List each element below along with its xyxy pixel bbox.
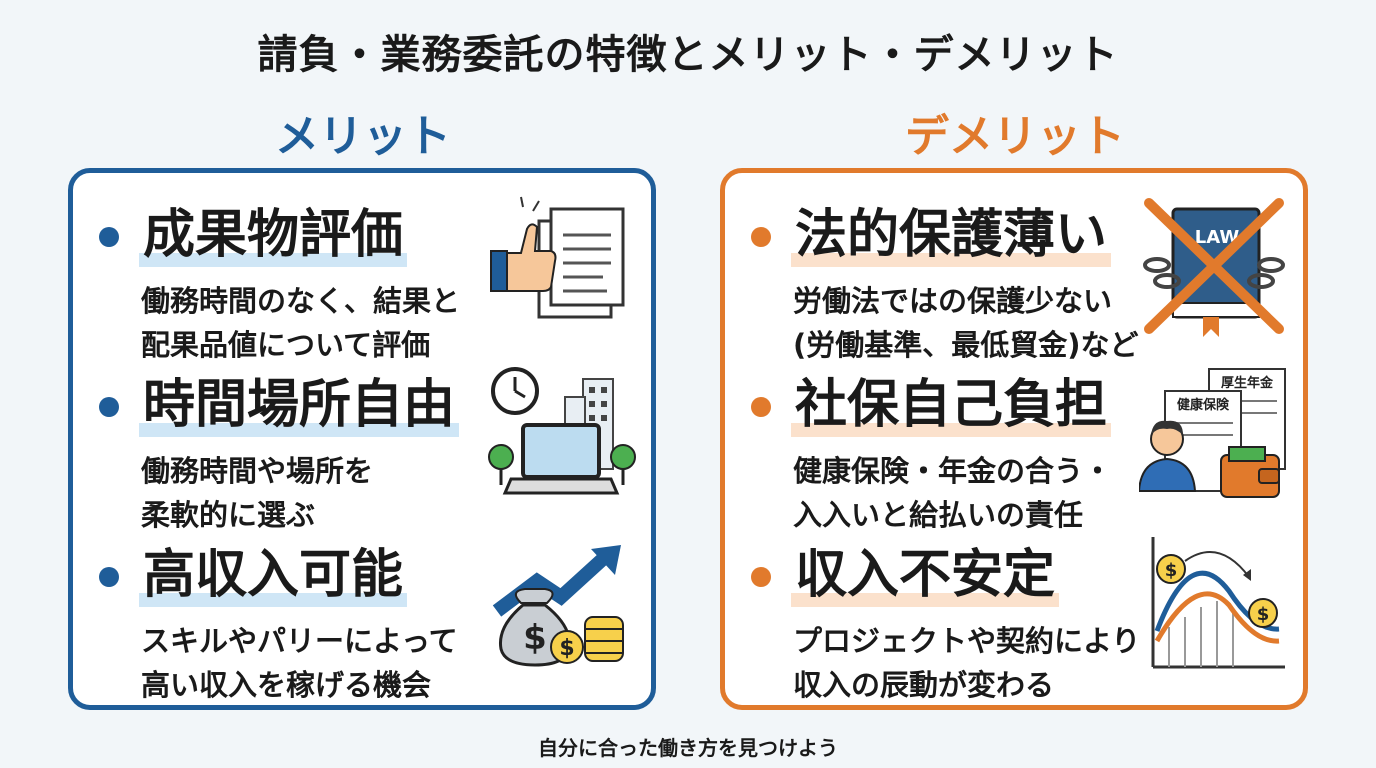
- bullet: [751, 227, 771, 247]
- page-title: 請負・業務委託の特徴とメリット・デメリット: [257, 32, 1119, 78]
- money-bag-rising-arrow-icon: $ $: [492, 545, 624, 667]
- item-title: 社保自己負担: [791, 373, 1112, 437]
- item-description: 労働法ではの保護少ない (労働基準、最低貿金)など: [793, 284, 1139, 362]
- item-description: スキルやパリーによって 高い収入を稼げる機会: [141, 624, 458, 702]
- merit-panel: 成果物評価 働務時間のなく、結果と 配果品値について評価 時間場所自由 働務時間…: [68, 168, 656, 710]
- item-title: 成果物評価: [139, 203, 408, 267]
- law-book-crossed-icon: LAW: [1143, 198, 1285, 337]
- bullet: [751, 567, 771, 587]
- item-title: 収入不安定: [791, 543, 1060, 607]
- bullet: [99, 227, 119, 247]
- svg-text:$: $: [559, 636, 574, 661]
- merit-heading: メリット: [275, 111, 451, 162]
- person-insurance-wallet-icon: 厚生年金 健康保険: [1139, 368, 1286, 498]
- thumbs-up-document-icon: [490, 196, 625, 319]
- law-book-label: LAW: [1195, 227, 1240, 248]
- svg-text:$: $: [523, 618, 547, 658]
- svg-text:$: $: [1257, 604, 1270, 625]
- merit-item-high-income: 高収入可能 スキルやパリーによって 高い収入を稼げる機会 $ $: [73, 523, 651, 702]
- demerit-item-weak-legal-protection: 法的保護薄い 労働法ではの保護少ない (労働基準、最低貿金)など LAW: [725, 183, 1303, 362]
- footer-message: 自分に合った働き方を見つけよう: [538, 736, 838, 760]
- item-title: 時間場所自由: [139, 373, 460, 437]
- laptop-clock-city-icon: [488, 367, 636, 495]
- item-title: 法的保護薄い: [791, 203, 1112, 267]
- health-insurance-document-label: 健康保険: [1177, 397, 1230, 413]
- merit-item-time-place-freedom: 時間場所自由 働務時間や場所を 柔軟的に選ぶ: [73, 353, 651, 532]
- item-title: 高収入可能: [139, 543, 408, 607]
- merit-item-result-evaluation: 成果物評価 働務時間のなく、結果と 配果品値について評価: [73, 183, 651, 362]
- bullet: [99, 567, 119, 587]
- item-description: 働務時間のなく、結果と 配果品値について評価: [141, 284, 461, 362]
- demerit-heading: デメリット: [905, 111, 1125, 162]
- bullet: [751, 397, 771, 417]
- item-description: 健康保険・年金の合う・ 入入いと給払いの責任: [793, 454, 1113, 532]
- demerit-item-self-paid-insurance: 社保自己負担 健康保険・年金の合う・ 入入いと給払いの責任 厚生年金 健康保険: [725, 353, 1303, 532]
- pension-document-label: 厚生年金: [1221, 375, 1274, 391]
- demerit-panel: 法的保護薄い 労働法ではの保護少ない (労働基準、最低貿金)など LAW 社保自…: [720, 168, 1308, 710]
- item-description: 働務時間や場所を 柔軟的に選ぶ: [141, 454, 374, 532]
- item-description: プロジェクトや契約により 収入の辰動が変わる: [793, 624, 1141, 702]
- svg-text:$: $: [1165, 560, 1178, 581]
- demerit-item-unstable-income: 収入不安定 プロジェクトや契約により 収入の辰動が変わる $ $: [725, 523, 1303, 702]
- fluctuating-income-chart-icon: $ $: [1151, 537, 1285, 669]
- bullet: [99, 397, 119, 417]
